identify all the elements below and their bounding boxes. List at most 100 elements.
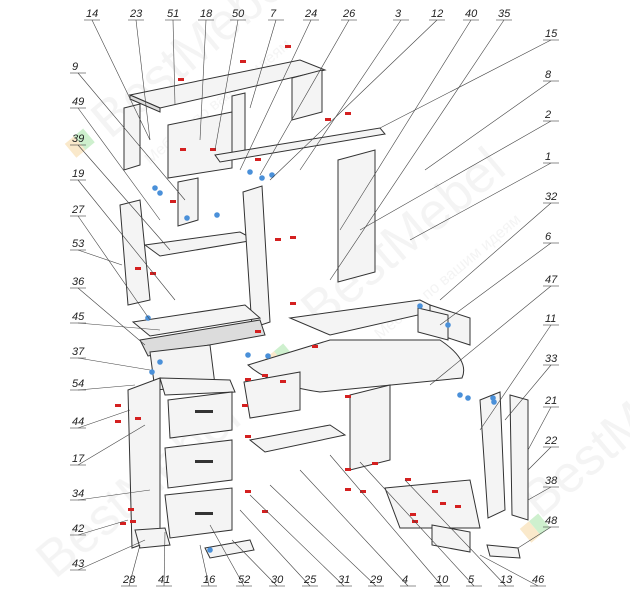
- callout-leader-line: [77, 409, 131, 429]
- callout-leader-line: [214, 19, 239, 151]
- confirmat-bolt-icon: [259, 175, 265, 181]
- dowel-pin-icon: [240, 60, 246, 63]
- callout-number: 4: [402, 574, 408, 586]
- dowel-pin-icon: [242, 404, 248, 407]
- callout-leader-line: [329, 19, 505, 281]
- callout-number: 46: [532, 574, 545, 586]
- confirmat-bolt-icon: [214, 212, 220, 218]
- dowel-pin-icon: [455, 505, 461, 508]
- dowel-pin-icon: [245, 378, 251, 381]
- callout-leader-line: [77, 519, 129, 536]
- callout-number: 8: [545, 69, 552, 81]
- dowel-pin-icon: [178, 78, 184, 81]
- callout-number: 2: [544, 109, 551, 121]
- callout-leader-line: [163, 531, 166, 587]
- dowel-pin-icon: [170, 200, 176, 203]
- callout-leader-line: [269, 19, 438, 181]
- dowel-pin-icon: [180, 148, 186, 151]
- confirmat-bolt-icon: [152, 185, 158, 191]
- callout-leader-line: [527, 486, 552, 501]
- callout-leader-line: [359, 461, 475, 587]
- callout-leader-line: [77, 72, 186, 201]
- dowel-pin-icon: [262, 374, 268, 377]
- callout-leader-line: [479, 324, 552, 431]
- desk-support: [243, 371, 391, 471]
- callout-leader-line: [172, 19, 176, 106]
- callout-leader-line: [77, 287, 146, 346]
- dowel-pin-icon: [345, 395, 351, 398]
- dowel-pin-icon: [245, 435, 251, 438]
- callout-leader-line: [128, 544, 141, 587]
- callout-number: 34: [72, 488, 84, 500]
- confirmat-bolt-icon: [184, 215, 190, 221]
- callout-leader-line: [527, 446, 552, 471]
- dowel-pin-icon: [410, 513, 416, 516]
- callout-number: 52: [238, 574, 250, 586]
- callout-number: 22: [544, 435, 557, 447]
- callout-number: 27: [71, 204, 85, 216]
- callout-number: 11: [545, 313, 556, 325]
- callout-number: 35: [498, 8, 511, 20]
- dowel-pin-icon: [285, 45, 291, 48]
- callout-number: 32: [545, 191, 557, 203]
- callout-number: 12: [431, 8, 443, 20]
- callout-leader-line: [409, 162, 552, 241]
- callout-number: 54: [72, 378, 84, 390]
- dowel-pin-icon: [130, 520, 136, 523]
- callout-leader-line: [379, 39, 552, 129]
- confirmat-bolt-icon: [245, 352, 251, 358]
- callout-leader-line: [504, 364, 552, 421]
- callout-number: 21: [544, 395, 557, 407]
- callout-number: 7: [270, 8, 277, 20]
- confirmat-bolt-icon: [457, 392, 463, 398]
- dowel-pin-icon: [255, 158, 261, 161]
- callout-leader-line: [199, 19, 207, 141]
- callout-number: 23: [129, 8, 143, 20]
- callout-leader-line: [77, 179, 176, 301]
- callout-number: 5: [468, 574, 475, 586]
- dowel-pin-icon: [135, 417, 141, 420]
- callout-leader-line: [77, 384, 136, 391]
- callout-number: 29: [369, 574, 382, 586]
- callout-number: 17: [72, 453, 85, 465]
- dowel-pin-icon: [372, 462, 378, 465]
- callout-number: 9: [72, 61, 78, 73]
- callout-number: 33: [545, 353, 558, 365]
- dowel-pin-icon: [345, 112, 351, 115]
- confirmat-bolt-icon: [269, 172, 275, 178]
- callout-leader-line: [249, 494, 345, 587]
- callout-leader-line: [135, 19, 151, 141]
- dowel-pin-icon: [325, 118, 331, 121]
- dowel-pin-icon: [150, 272, 156, 275]
- callout-number: 44: [72, 416, 84, 428]
- callout-number: 19: [72, 168, 84, 180]
- callout-number: 47: [545, 274, 558, 286]
- dowel-pin-icon: [290, 236, 296, 239]
- callout-number: 36: [72, 276, 85, 288]
- callout-number: 49: [72, 96, 84, 108]
- confirmat-bolt-icon: [247, 169, 253, 175]
- dowel-pin-icon: [115, 420, 121, 423]
- callout-number: 3: [395, 8, 402, 20]
- right-cabinet: [384, 307, 529, 559]
- callout-number: 14: [86, 8, 98, 20]
- confirmat-bolt-icon: [149, 369, 155, 375]
- callout-leader-line: [231, 539, 278, 587]
- callout-leader-line: [259, 19, 350, 176]
- dowel-pin-icon: [432, 490, 438, 493]
- dowel-pin-icon: [210, 148, 216, 151]
- confirmat-bolt-icon: [157, 190, 163, 196]
- callout-leader-line: [329, 454, 443, 587]
- callout-leader-line: [77, 357, 151, 371]
- callout-leader-line: [249, 19, 277, 109]
- callout-number: 25: [303, 574, 317, 586]
- dowel-pin-icon: [290, 302, 296, 305]
- callout-number: 10: [436, 574, 449, 586]
- callout-number: 51: [167, 8, 179, 20]
- confirmat-bolt-icon: [265, 353, 271, 359]
- callout-leader-line: [199, 544, 210, 587]
- callout-leader-line: [517, 526, 552, 549]
- callout-number: 38: [545, 475, 558, 487]
